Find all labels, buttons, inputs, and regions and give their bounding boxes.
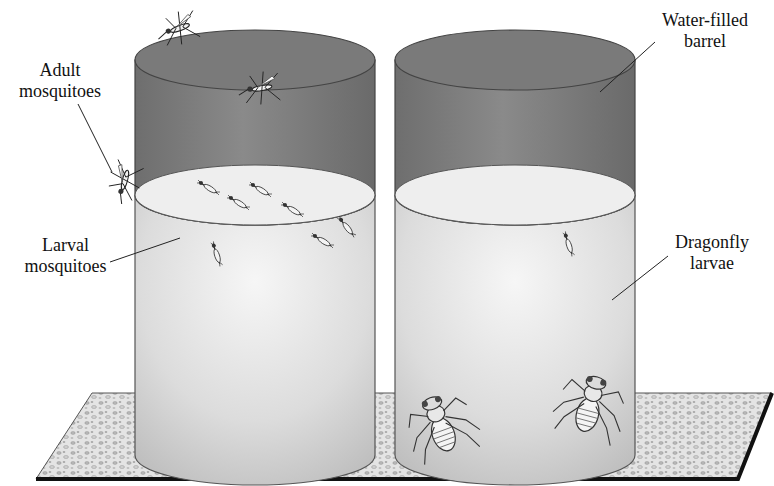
callout-label: Larval mosquitoes [18,235,113,277]
callout-label: Water-filled barrel [650,10,760,52]
adult-mosquitoes [103,7,282,208]
mosquito-larvae [197,180,582,267]
right-barrel [395,30,635,485]
leader-lines [78,42,668,300]
callout-label: Dragonfly larvae [662,232,762,274]
left-barrel [135,30,375,485]
dragonfly-larvae [398,368,632,468]
callout-label: Adult mosquitoes [10,60,110,102]
